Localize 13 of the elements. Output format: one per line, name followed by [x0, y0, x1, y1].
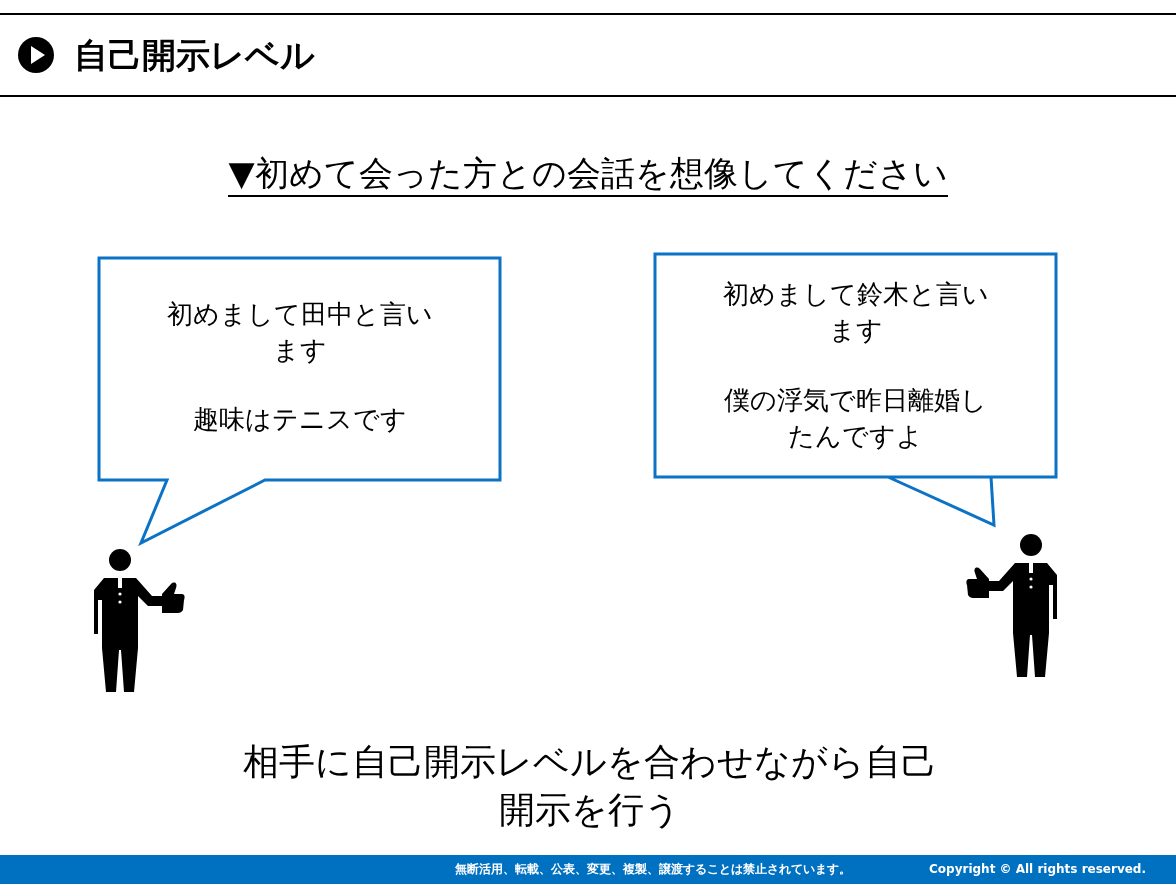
- person-icon: [963, 533, 1059, 679]
- conclusion-text: 相手に自己開示レベルを合わせながら自己開示を行う: [242, 740, 938, 832]
- person-icon: [92, 548, 188, 694]
- speech-text: 初めまして田中と言います: [165, 298, 434, 367]
- title: 自己開示レベル: [74, 34, 315, 76]
- heading: ▼初めて会った方との会話を想像してください: [228, 153, 948, 197]
- copyright-text: Copyright © All rights reserved.: [929, 861, 1146, 877]
- speech-bubble: [97, 256, 502, 546]
- footer-notice: 無断活用、転載、公表、変更、複製、譲渡することは禁止されています。: [455, 861, 851, 877]
- speech-bubble: [653, 252, 1058, 528]
- speech-text: 趣味はテニスです: [191, 403, 408, 436]
- speech-text: 初めまして鈴木と言います: [721, 278, 990, 347]
- speech-text: 僕の浮気で昨日離婚したんですよ: [723, 384, 988, 453]
